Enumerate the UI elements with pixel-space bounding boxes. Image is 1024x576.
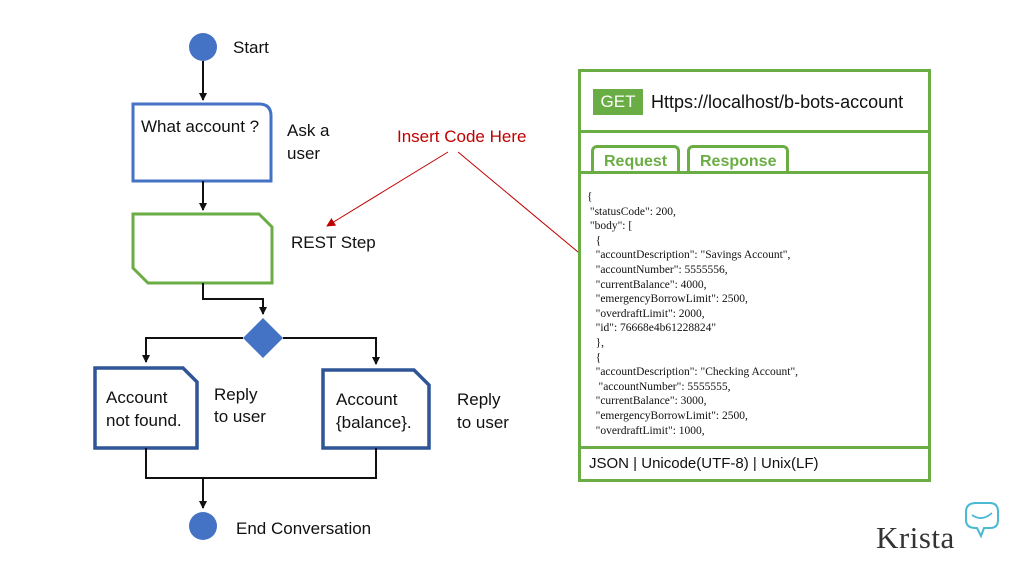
krista-logo-bubble-icon [965, 502, 999, 539]
reply-left-line1: Reply [214, 385, 258, 404]
end-node [189, 512, 217, 540]
rest-step-label: REST Step [291, 233, 376, 252]
ask-note-line1: Ask a [287, 121, 330, 140]
decision-diamond [243, 318, 283, 358]
connector-decision-balance [283, 337, 380, 365]
rest-step-node [131, 212, 274, 285]
balance-text-line1: Account [336, 390, 398, 409]
balance-text-line2: {balance}. [336, 413, 412, 432]
tab-response[interactable]: Response [687, 145, 790, 173]
connector-balance-merge [203, 448, 377, 479]
annotation-arrow-to-code [457, 151, 591, 263]
ask-account-node [131, 102, 273, 183]
start-label: Start [233, 38, 269, 57]
connector-decision-notfound [142, 337, 243, 363]
api-request-panel: GET Https://localhost/b-bots-account Req… [578, 69, 931, 482]
http-method-badge: GET [593, 89, 643, 115]
connector-rest-decision [202, 283, 267, 315]
request-url: Https://localhost/b-bots-account [651, 92, 904, 112]
response-json-body: { "statusCode": 200, "body": [ { "accoun… [587, 191, 799, 437]
krista-logo: Krista [876, 520, 955, 555]
start-node [189, 33, 217, 61]
reply-right-line1: Reply [457, 390, 501, 409]
account-not-found-node [93, 366, 199, 450]
reply-left-line2: to user [214, 407, 266, 426]
annotation-arrow-to-rest [326, 151, 449, 227]
insert-code-annotation: Insert Code Here [397, 127, 527, 146]
status-bar: JSON | Unicode(UTF-8) | Unix(LF) [589, 455, 819, 472]
ask-note-line2: user [287, 144, 321, 163]
not-found-text-line1: Account [106, 388, 168, 407]
end-conversation-label: End Conversation [236, 519, 372, 538]
tabs-divider [581, 171, 928, 174]
not-found-text-line2: not found. [106, 411, 182, 430]
tab-request[interactable]: Request [591, 145, 681, 173]
account-balance-node [321, 368, 431, 450]
ask-node-text: What account ? [141, 117, 260, 136]
reply-right-line2: to user [457, 413, 509, 432]
connector-notfound-merge [145, 448, 203, 479]
header-divider [581, 130, 928, 133]
footer-divider [581, 446, 928, 449]
